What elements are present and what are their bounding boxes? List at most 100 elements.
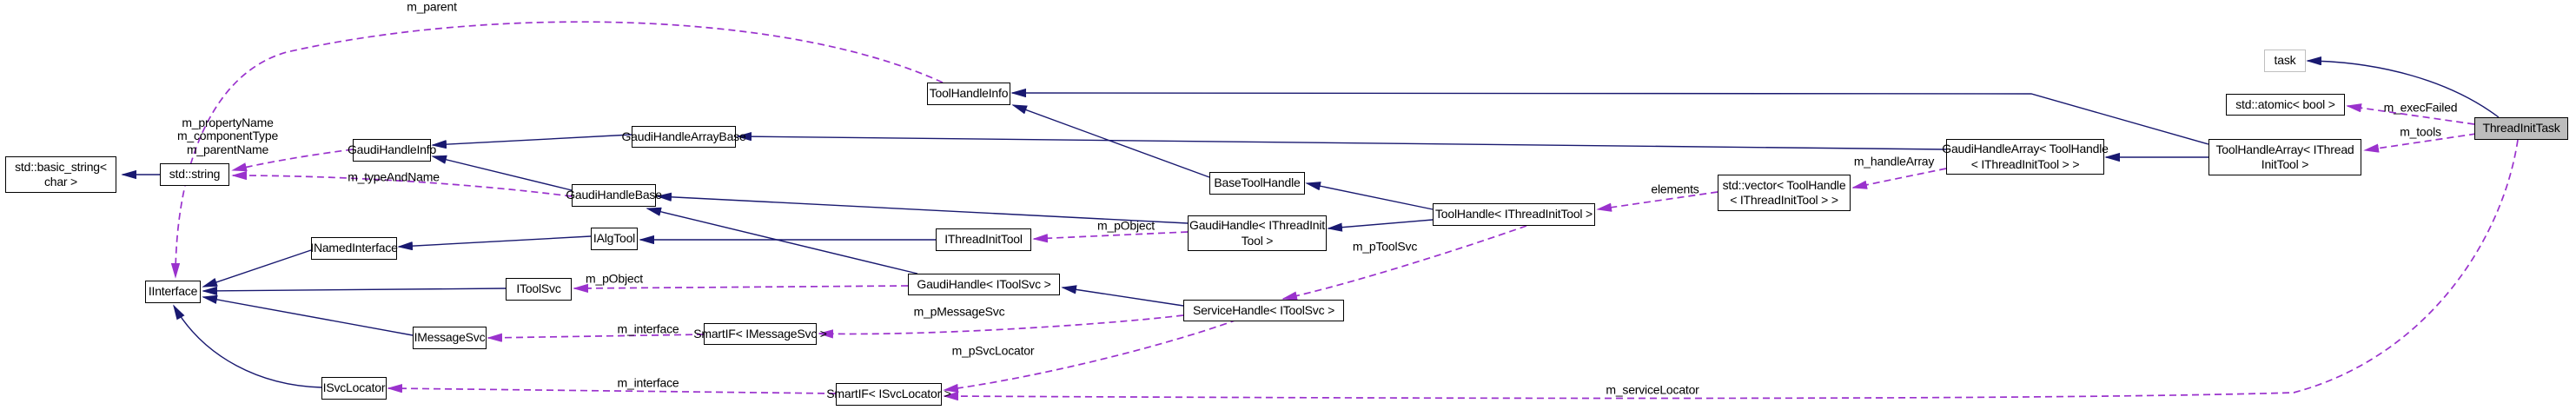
node-label-line: < IThreadInitTool > > bbox=[1730, 193, 1838, 207]
edge-toolhandleinfo-to-iinterface bbox=[175, 21, 944, 277]
edge-toolhandle-to-servicehandle bbox=[1283, 225, 1527, 299]
edge-gaudihandle-ithreadinittool-to-gaudihandlebase bbox=[658, 196, 1189, 224]
node-toolhandle-ithreadinittool[interactable]: ToolHandle< IThreadInitTool > bbox=[1433, 203, 1595, 226]
edge-servicehandle-to-smartif-imessagesvc bbox=[819, 314, 1184, 334]
edge-gaudihandleinfo-to-string bbox=[233, 149, 354, 170]
node-label-line: ToolHandleArray< IThread bbox=[2215, 142, 2354, 156]
edge-threadinittask-to-smartif-isvclocator bbox=[944, 139, 2519, 399]
edge-label-line: m_pToolSvc bbox=[1352, 239, 1418, 254]
node-iinterface[interactable]: IInterface bbox=[145, 281, 201, 303]
edge-threadinittask-to-task bbox=[2308, 61, 2500, 118]
edge-imessagesvc-to-iinterface bbox=[203, 297, 414, 336]
edge-gaudihandlearray-to-gaudihandlearraybase bbox=[738, 136, 1947, 150]
edge-label-toolhandleinfo-to-iinterface: m_parent bbox=[407, 0, 457, 13]
edge-ialgtool-to-inamedinterface bbox=[399, 235, 592, 247]
node-gaudihandlebase[interactable]: GaudiHandleBase bbox=[566, 184, 662, 207]
node-label-line: SmartIF< ISvcLocator > bbox=[826, 387, 951, 401]
edge-label-line: m_componentType bbox=[176, 129, 279, 143]
edge-label-line: m_tools bbox=[2400, 124, 2441, 139]
node-label-line: GaudiHandle< IThreadInit bbox=[1189, 218, 1325, 232]
node-gaudihandle-itoolsvc[interactable]: GaudiHandle< IToolSvc > bbox=[908, 274, 1060, 295]
node-label-line: < IThreadInitTool > > bbox=[1970, 156, 2080, 171]
edge-label-line: m_propertyName bbox=[182, 115, 274, 129]
edge-servicehandle-to-gaudihandle-itoolsvc bbox=[1063, 288, 1184, 307]
edge-gaudihandlebase-to-gaudihandleinfo bbox=[433, 156, 573, 191]
edge-gaudihandle-itoolsvc-to-gaudihandlebase bbox=[647, 208, 918, 274]
node-gaudihandleinfo[interactable]: GaudiHandleInfo bbox=[348, 139, 436, 162]
node-label-line: GaudiHandleArrayBase bbox=[621, 129, 746, 143]
node-label-line: task bbox=[2274, 53, 2296, 68]
edge-gaudihandlearraybase-to-gaudihandleinfo bbox=[433, 134, 632, 145]
node-label-line: IInterface bbox=[148, 284, 198, 299]
edge-label-servicehandle-to-smartif-imessagesvc: m_pMessageSvc bbox=[914, 304, 1005, 318]
node-label-line: ISvcLocator bbox=[322, 380, 386, 395]
node-gaudihandlearraybase[interactable]: GaudiHandleArrayBase bbox=[621, 126, 746, 148]
node-label-line: GaudiHandleArray< ToolHandle bbox=[1942, 142, 2109, 155]
node-itoolsvc[interactable]: IToolSvc bbox=[506, 278, 572, 301]
edge-toolhandle-to-gaudihandle-ithreadinittool bbox=[1328, 219, 1434, 228]
node-std-basic-string[interactable]: std::basic_string<char > bbox=[5, 156, 116, 193]
node-label-line: IThreadInitTool bbox=[944, 232, 1023, 247]
node-basetoolhandle[interactable]: BaseToolHandle bbox=[1209, 172, 1305, 195]
edge-label-gaudihandlearray-to-vector: m_handleArray bbox=[1853, 154, 1935, 169]
edge-label-line: m_handleArray bbox=[1853, 154, 1935, 169]
node-label-line: char > bbox=[43, 175, 78, 188]
node-label-line: GaudiHandle< IToolSvc > bbox=[917, 276, 1051, 291]
node-threadinittask: ThreadInitTask bbox=[2474, 117, 2568, 140]
edge-label-line: m_interface bbox=[617, 321, 679, 336]
node-inamedinterface[interactable]: INamedInterface bbox=[310, 237, 398, 260]
node-ithreadinittool[interactable]: IThreadInitTool bbox=[936, 228, 1031, 251]
node-label-line: ToolHandleInfo bbox=[929, 86, 1009, 101]
edge-toolhandlearray-to-toolhandleinfo bbox=[1012, 93, 2209, 145]
edge-label-line: m_typeAndName bbox=[348, 169, 440, 184]
node-label-line: ToolHandle< IThreadInitTool > bbox=[1435, 207, 1593, 222]
edge-gaudihandle-itoolsvc-to-itoolsvc bbox=[574, 286, 909, 288]
node-label-line: BaseToolHandle bbox=[1214, 175, 1301, 190]
node-smartif-isvclocator[interactable]: SmartIF< ISvcLocator > bbox=[826, 383, 951, 406]
node-label-line: std::vector< ToolHandle bbox=[1722, 177, 1846, 192]
node-ialgtool[interactable]: IAlgTool bbox=[591, 228, 638, 250]
node-smartif-imessagesvc[interactable]: SmartIF< IMessageSvc > bbox=[693, 323, 827, 345]
edge-gaudihandle-ithreadinittool-to-ithreadinittool bbox=[1034, 231, 1189, 239]
node-label-line: InitTool > bbox=[2261, 157, 2309, 171]
edge-label-line: m_interface bbox=[617, 375, 679, 390]
edge-label-threadinittask-to-toolhandlearray: m_tools bbox=[2400, 124, 2441, 139]
node-imessagesvc[interactable]: IMessageSvc bbox=[413, 327, 487, 349]
node-task: task bbox=[2264, 50, 2306, 72]
edge-isvclocator-to-iinterface bbox=[174, 306, 322, 388]
edge-vector-to-toolhandle bbox=[1598, 191, 1718, 209]
edge-gaudihandlearray-to-vector bbox=[1853, 168, 1947, 188]
node-std-atomic-bool[interactable]: std::atomic< bool > bbox=[2226, 94, 2345, 116]
node-std-string[interactable]: std::string bbox=[160, 163, 229, 186]
edge-label-line: m_pSvcLocator bbox=[951, 343, 1035, 358]
edge-toolhandle-to-basetoolhandle bbox=[1307, 183, 1434, 210]
node-isvclocator[interactable]: ISvcLocator bbox=[321, 377, 387, 400]
node-toolhandleinfo[interactable]: ToolHandleInfo bbox=[927, 83, 1010, 105]
edge-label-vector-to-toolhandle: elements bbox=[1651, 182, 1699, 195]
edge-threadinittask-to-toolhandlearray bbox=[2365, 133, 2477, 150]
edge-smartif-imessagesvc-to-imessagesvc bbox=[488, 334, 705, 338]
node-servicehandle-itoolsvc[interactable]: ServiceHandle< IToolSvc > bbox=[1183, 300, 1344, 321]
node-label-line: GaudiHandleBase bbox=[566, 188, 662, 202]
edge-label-threadinittask-to-atomic: m_execFailed bbox=[2383, 100, 2458, 115]
node-std-vector-toolhandle[interactable]: std::vector< ToolHandle< IThreadInitTool… bbox=[1718, 175, 1851, 211]
node-label-line: ServiceHandle< IToolSvc > bbox=[1192, 302, 1335, 317]
node-label-line: INamedInterface bbox=[310, 241, 398, 255]
edge-label-toolhandle-to-servicehandle: m_pToolSvc bbox=[1352, 239, 1418, 254]
node-label-line: ThreadInitTask bbox=[2482, 121, 2560, 136]
node-label-line: IAlgTool bbox=[593, 231, 636, 246]
edge-label-gaudihandle-ithreadinittool-to-ithreadinittool: m_pObject bbox=[1097, 218, 1155, 232]
node-gaudihandlearray-toolhandle[interactable]: GaudiHandleArray< ToolHandle< IThreadIni… bbox=[1942, 139, 2109, 175]
node-label-line: std::atomic< bool > bbox=[2235, 96, 2335, 111]
node-label-line: IMessageSvc bbox=[414, 330, 486, 345]
edge-label-line: m_pObject bbox=[586, 271, 643, 286]
edge-label-line: m_execFailed bbox=[2383, 100, 2458, 115]
edge-label-servicehandle-to-smartif-isvclocator: m_pSvcLocator bbox=[951, 343, 1035, 358]
edge-label-line: m_parentName bbox=[186, 142, 269, 156]
edge-gaudihandlebase-to-string bbox=[233, 175, 573, 197]
